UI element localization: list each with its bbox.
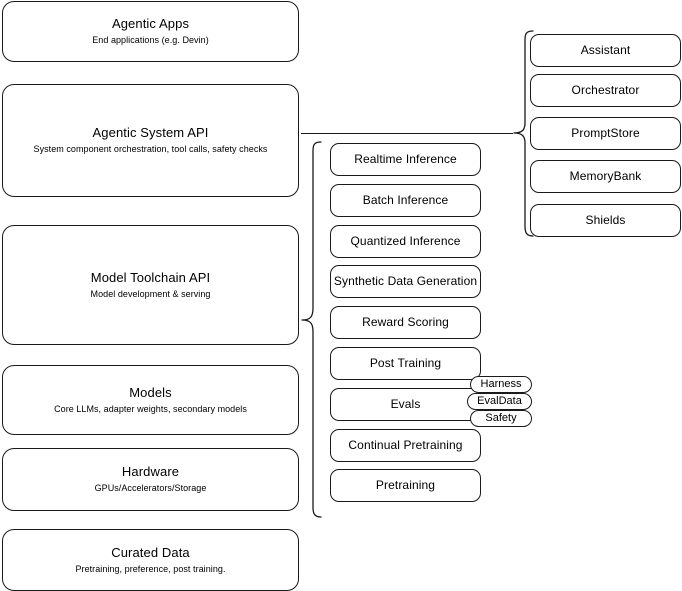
- stack-layer-agentic-system-api[interactable]: Agentic System API System component orch…: [2, 84, 299, 197]
- evals-tag-label: EvalData: [477, 395, 522, 407]
- layer-subtitle: Core LLMs, adapter weights, secondary mo…: [54, 403, 247, 414]
- capability-label: Pretraining: [375, 478, 436, 492]
- layer-title: Curated Data: [111, 544, 190, 560]
- system-component-assistant[interactable]: Assistant: [530, 34, 681, 67]
- system-component-memorybank[interactable]: MemoryBank: [530, 160, 681, 193]
- evals-tag-label: Safety: [485, 412, 517, 424]
- stack-layer-curated-data[interactable]: Curated Data Pretraining, preference, po…: [2, 529, 299, 591]
- capability-realtime-inference[interactable]: Realtime Inference: [330, 143, 481, 176]
- capability-continual-pretraining[interactable]: Continual Pretraining: [330, 429, 481, 462]
- brace-system-components: [513, 30, 534, 237]
- layer-subtitle: System component orchestration, tool cal…: [33, 144, 268, 154]
- component-label: MemoryBank: [569, 169, 642, 183]
- capability-label: Evals: [390, 397, 421, 411]
- brace-toolchain-capabilities: [301, 141, 322, 518]
- stack-layer-models[interactable]: Models Core LLMs, adapter weights, secon…: [2, 365, 299, 435]
- capability-batch-inference[interactable]: Batch Inference: [330, 184, 481, 217]
- capability-evals[interactable]: Evals: [330, 388, 481, 421]
- layer-title: Hardware: [121, 464, 180, 479]
- stack-layer-model-toolchain-api[interactable]: Model Toolchain API Model development & …: [2, 225, 299, 345]
- system-component-shields[interactable]: Shields: [530, 204, 681, 237]
- layer-title: Agentic System API: [92, 125, 209, 140]
- layer-subtitle: GPUs/Accelerators/Storage: [94, 483, 207, 493]
- layer-title: Agentic Apps: [111, 16, 190, 31]
- layer-title: Models: [129, 384, 172, 400]
- capability-label: Post Training: [369, 356, 442, 370]
- component-label: PromptStore: [571, 126, 640, 140]
- layer-subtitle: Pretraining, preference, post training.: [75, 563, 226, 574]
- capability-reward-scoring[interactable]: Reward Scoring: [330, 306, 481, 339]
- capability-label: Synthetic Data Generation: [333, 274, 478, 288]
- component-label: Orchestrator: [571, 83, 640, 97]
- stack-layer-hardware[interactable]: Hardware GPUs/Accelerators/Storage: [2, 448, 299, 511]
- capability-label: Batch Inference: [362, 193, 449, 207]
- system-component-orchestrator[interactable]: Orchestrator: [530, 74, 681, 107]
- evals-tag-harness[interactable]: Harness: [470, 376, 532, 393]
- evals-tag-label: Harness: [480, 378, 522, 390]
- capability-label: Continual Pretraining: [348, 438, 463, 452]
- component-label: Assistant: [580, 43, 631, 57]
- capability-pretraining[interactable]: Pretraining: [330, 469, 481, 502]
- evals-tag-evaldata[interactable]: EvalData: [467, 393, 532, 410]
- capability-post-training[interactable]: Post Training: [330, 347, 481, 380]
- layer-subtitle: Model development & serving: [90, 288, 211, 299]
- capability-label: Reward Scoring: [362, 315, 449, 329]
- layer-subtitle: End applications (e.g. Devin): [92, 35, 209, 45]
- layer-title: Model Toolchain API: [90, 269, 211, 285]
- connector-system-api-to-components: [301, 133, 513, 135]
- component-label: Shields: [585, 213, 626, 227]
- evals-tag-safety[interactable]: Safety: [470, 410, 532, 427]
- capability-label: Realtime Inference: [354, 152, 457, 166]
- stack-layer-agentic-apps[interactable]: Agentic Apps End applications (e.g. Devi…: [2, 1, 299, 62]
- capability-label: Quantized Inference: [350, 234, 461, 248]
- capability-quantized-inference[interactable]: Quantized Inference: [330, 225, 481, 258]
- capability-synthetic-data-generation[interactable]: Synthetic Data Generation: [330, 265, 481, 298]
- system-component-promptstore[interactable]: PromptStore: [530, 117, 681, 150]
